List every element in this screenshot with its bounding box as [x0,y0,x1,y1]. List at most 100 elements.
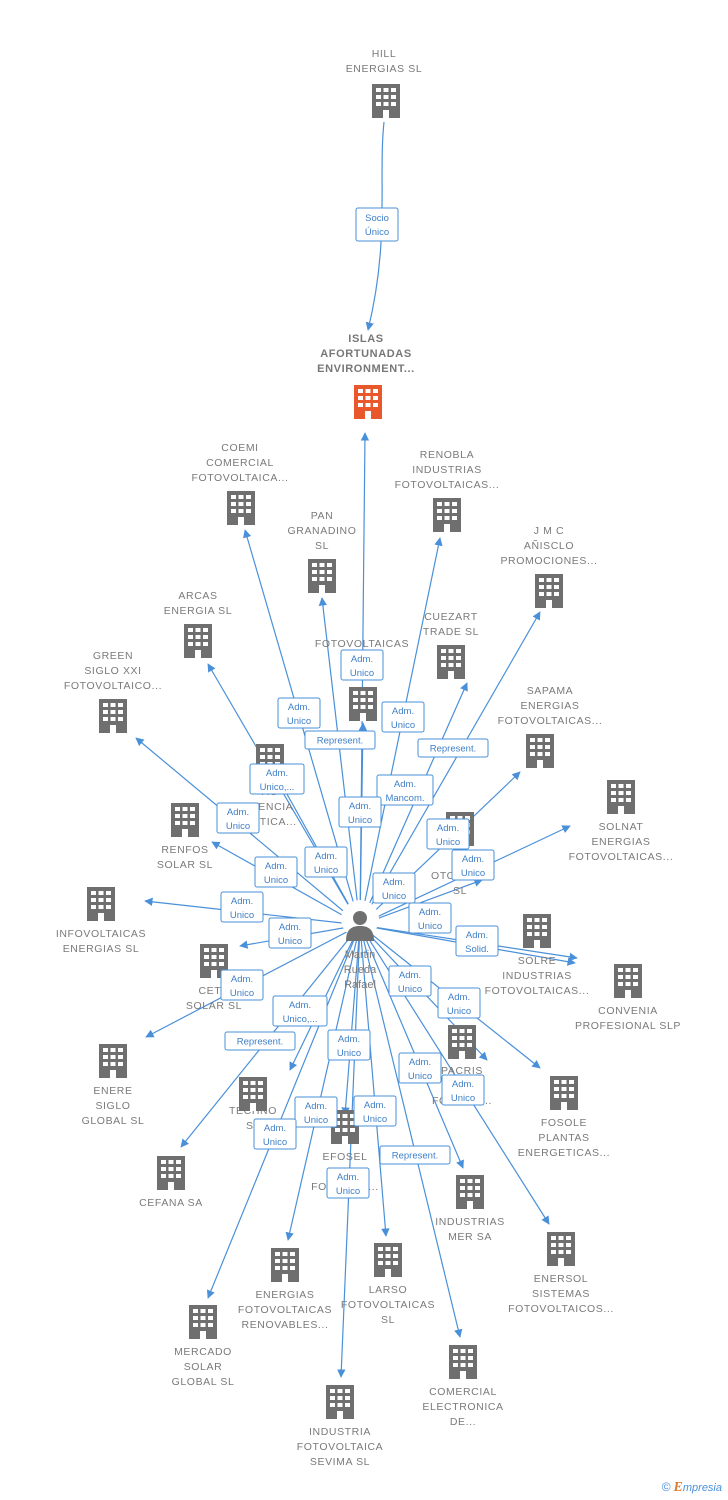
person-icon-body [346,926,374,941]
relation-badge-r_convenia[interactable]: Adm.Unico [437,987,481,1019]
company-building-icon-solre[interactable] [523,914,551,948]
relation-badge-r_sapama[interactable]: Adm.Unico [426,818,470,850]
company-building-icon-arcas[interactable] [184,624,212,658]
company-building-icon-cefana[interactable] [157,1156,185,1190]
relation-badge-r_cefana[interactable]: Adm.Unico,... [272,995,328,1027]
relation-text: Unico [398,984,422,995]
company-building-icon-mercado[interactable] [189,1305,217,1339]
company-building-icon-renfos[interactable] [171,803,199,837]
relation-text: Adm. [399,970,421,981]
company-building-icon-energias_foto[interactable] [271,1248,299,1282]
focus-company-building-icon[interactable] [354,385,382,419]
relation-badge-r_green[interactable]: Adm.Unico [216,802,260,834]
relation-badge-box [353,1095,397,1127]
company-label-jmc-line: AÑISCLO [524,539,574,552]
relation-badge-r_fotog[interactable]: Adm.Unico [340,649,384,681]
relation-text: Unico [436,837,460,848]
company-label-renobla-line: RENOBLA [420,449,474,461]
company-building-icon-jmc[interactable] [535,574,563,608]
relation-badge-r_enere[interactable]: Adm.Unico [220,969,264,1001]
company-building-icon-pacris[interactable] [448,1025,476,1059]
company-building-icon-cuezart[interactable] [437,645,465,679]
relation-text: Adm. [231,896,253,907]
company-label-solre-line: INDUSTRIAS [502,970,572,982]
relation-text: Solid. [465,944,489,955]
relation-badge-r_coemi[interactable]: Adm.Unico [277,697,321,729]
footer-credit[interactable]: ©Empresia [662,1480,722,1496]
company-building-icon-solnat[interactable] [607,780,635,814]
relation-badge-box [272,995,328,1027]
company-building-icon-enersol[interactable] [547,1232,575,1266]
relation-badge-r_arcas[interactable]: Adm.Unico,... [249,763,305,795]
relation-badge-r_renfos[interactable]: Adm.Unico [254,856,298,888]
relation-badge-r_edo[interactable]: Adm.Unico [294,1096,338,1128]
company-building-icon-sapama[interactable] [526,734,554,768]
relation-badge-r_solre[interactable]: Adm. Unico [388,965,432,997]
relation-badge-r_pacris[interactable]: Adm.Unico [398,1052,442,1084]
relation-badge-r_agencia[interactable]: Adm.Unico [304,846,348,878]
relation-badge-r_cetu[interactable]: Adm.Unico [268,917,312,949]
relation-badge-r_pan[interactable]: Adm.Unico [338,796,382,828]
relation-text: Adm. [351,654,373,665]
relation-text: Socio [365,213,389,224]
relation-badge-r_fosole[interactable]: Adm.Unico [441,1074,485,1106]
person-icon-head [353,911,367,925]
company-building-icon-larso[interactable] [374,1243,402,1277]
relation-badge-r_mercado[interactable]: Adm.Unico [253,1118,297,1150]
company-label-enersol-line: SISTEMAS [532,1288,590,1300]
company-label-energias_foto-line: FOTOVOLTAICAS [238,1304,332,1316]
relation-badge-box [408,902,452,934]
relation-text: Adm. [305,1101,327,1112]
relation-badge-box [220,969,264,1001]
company-label-pacris-line: PACRIS [441,1065,483,1077]
hill-energias-label-line: ENERGIAS SL [346,63,423,75]
company-label-industria_foto-line: FOTOVOLTAICA [297,1441,384,1453]
relation-text: Unico,... [260,782,295,793]
hill-energias-building-icon[interactable] [372,84,400,118]
relation-badge-r_cuezart[interactable]: Adm.Unico [372,872,416,904]
company-building-icon-comercial_elec[interactable] [449,1345,477,1379]
company-building-icon-convenia[interactable] [614,964,642,998]
company-label-fosole-line: FOSOLE [541,1117,587,1129]
relation-badge-r_rep2[interactable]: Represent. [417,738,489,758]
relation-badge-r_infov[interactable]: Adm.Unico [220,891,264,923]
relation-text: Adm. [264,1123,286,1134]
company-label-enersol-line: FOTOVOLTAICOS... [508,1303,614,1315]
company-building-icon-coemi[interactable] [227,491,255,525]
relation-badge-r_rep1[interactable]: Represent. [304,730,376,750]
relation-badge-r_larso[interactable]: Adm.Unico [353,1095,397,1127]
relation-badge-r_rep4[interactable]: Represent. [379,1145,451,1165]
company-building-icon-enere[interactable] [99,1044,127,1078]
company-building-icon-industrias_mer[interactable] [456,1175,484,1209]
company-building-icon-industria_foto[interactable] [326,1385,354,1419]
company-building-icon-pan[interactable] [308,559,336,593]
company-label-fotovoltaicas_g-line: FOTOVOLTAICAS [315,638,409,650]
relation-badge-r_solnat[interactable]: Adm.Unico [451,849,495,881]
relation-badge-r_solid[interactable]: Adm. Solid. [455,925,499,957]
relation-text: Represent. [392,1151,438,1162]
company-building-icon-fotovoltaicas_g[interactable] [349,687,377,721]
company-building-icon-fosole[interactable] [550,1076,578,1110]
relation-text: Adm. [466,930,488,941]
relation-badge-r_efosel[interactable]: Adm.Unico [327,1029,371,1061]
relation-badge-r_de[interactable]: Adm.Unico [408,902,452,934]
relation-badge-r_renobla[interactable]: Adm.Unico [381,701,425,733]
focus-company-label-line: ENVIRONMENT... [317,363,415,375]
relation-badge-r_rep3[interactable]: Represent. [224,1031,296,1051]
relation-badge-r_mancom[interactable]: Adm.Mancom. [376,774,434,806]
company-label-enere-line: ENERE [93,1085,132,1097]
relation-text: Adm. [452,1079,474,1090]
company-label-larso-line: LARSO [369,1284,408,1296]
relation-text: Unico [382,891,406,902]
relation-text: Unico [348,815,372,826]
brand-name: mpresia [682,1482,722,1494]
company-building-icon-renobla[interactable] [433,498,461,532]
company-building-icon-green[interactable] [99,699,127,733]
company-building-icon-edo[interactable] [239,1077,267,1111]
relation-badge-r_industria[interactable]: Adm.Unico [326,1167,370,1199]
company-building-icon-infovoltaicas[interactable] [87,887,115,921]
